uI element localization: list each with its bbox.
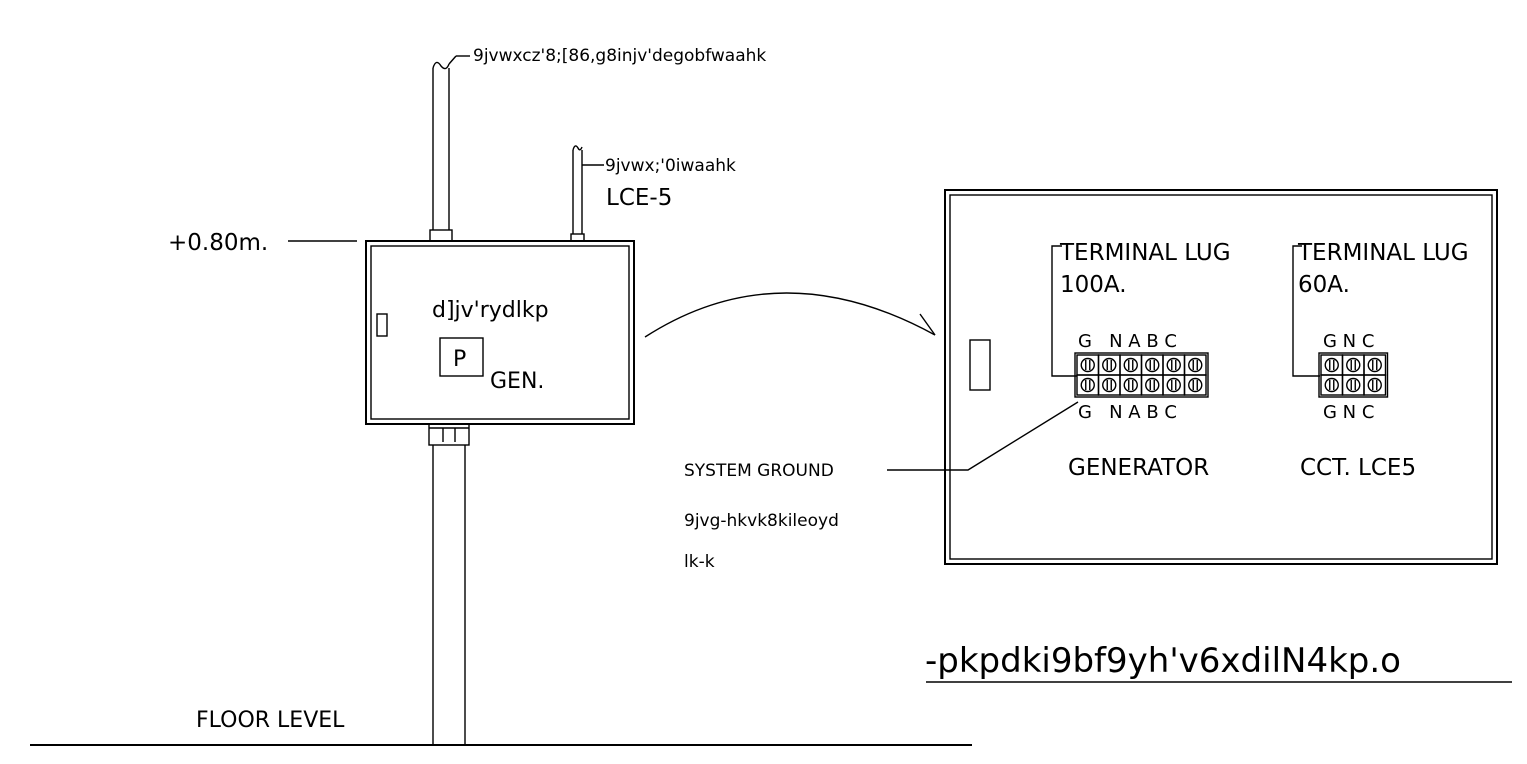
terminal-cell bbox=[1363, 374, 1387, 396]
terminal-screw-icon bbox=[1123, 377, 1138, 393]
elevation-label: +0.80m. bbox=[168, 230, 268, 256]
lug1-title: TERMINAL LUG bbox=[1059, 240, 1231, 266]
terminal-screw-icon bbox=[1367, 357, 1382, 373]
plug-box bbox=[365, 240, 635, 425]
terminal-screw-icon bbox=[1080, 357, 1095, 373]
gen-label: GEN. bbox=[490, 369, 544, 394]
terminal-screw-icon bbox=[1166, 377, 1181, 393]
box-title: d]jv'rydlkp bbox=[432, 298, 549, 323]
plug-symbol bbox=[439, 337, 484, 377]
terminal-screw-icon bbox=[1324, 357, 1339, 373]
lug2-rating: 60A. bbox=[1298, 272, 1350, 298]
terminal-screw-icon bbox=[1102, 357, 1117, 373]
detail-hinge bbox=[969, 339, 991, 391]
box-hinge bbox=[376, 313, 388, 337]
lug1-leader bbox=[1051, 245, 1077, 377]
plug-letter: P bbox=[453, 347, 466, 372]
terminal-screw-icon bbox=[1145, 357, 1160, 373]
drawing-title: -pkpdki9bf9yh'v6xdilN4kp.o bbox=[925, 641, 1401, 681]
lug2-leader bbox=[1292, 245, 1320, 377]
cct-terminals-top: G N C bbox=[1323, 331, 1374, 352]
gen-terminal-block bbox=[1074, 352, 1209, 398]
ground-note-line2: 9jvg-hkvk8kileoyd bbox=[684, 511, 839, 531]
terminal-cell bbox=[1183, 374, 1207, 396]
lug2-title: TERMINAL LUG bbox=[1297, 240, 1469, 266]
terminal-screw-icon bbox=[1367, 377, 1382, 393]
detail-box bbox=[944, 189, 1498, 565]
gen-terminals-bottom: G N A B C bbox=[1078, 402, 1177, 423]
detail-arc bbox=[644, 292, 936, 338]
lug1-rating: 100A. bbox=[1060, 272, 1127, 298]
main-conduit-label: 9jvwxcz'8;[86,g8injv'degobfwaahk bbox=[473, 46, 766, 66]
cct-terminal-block bbox=[1318, 352, 1389, 398]
circuit-label: LCE-5 bbox=[606, 185, 672, 211]
terminal-screw-icon bbox=[1346, 357, 1361, 373]
terminal-screw-icon bbox=[1145, 377, 1160, 393]
floor-level-label: FLOOR LEVEL bbox=[196, 708, 345, 733]
top-conduit-main bbox=[429, 55, 470, 242]
gen-terminals-top: G N A B C bbox=[1078, 331, 1177, 352]
small-conduit-label: 9jvwx;'0iwaahk bbox=[605, 156, 736, 176]
terminal-screw-icon bbox=[1166, 357, 1181, 373]
top-conduit-small bbox=[570, 145, 604, 242]
cct-terminals-bottom: G N C bbox=[1323, 402, 1374, 423]
terminal-screw-icon bbox=[1102, 377, 1117, 393]
terminal-screw-icon bbox=[1346, 377, 1361, 393]
generator-caption: GENERATOR bbox=[1068, 455, 1209, 481]
ground-note-line3: lk-k bbox=[684, 552, 715, 572]
terminal-screw-icon bbox=[1123, 357, 1138, 373]
terminal-screw-icon bbox=[1188, 377, 1203, 393]
terminal-screw-icon bbox=[1080, 377, 1095, 393]
terminal-screw-icon bbox=[1324, 377, 1339, 393]
bottom-conduit bbox=[428, 423, 470, 745]
terminal-screw-icon bbox=[1188, 357, 1203, 373]
cct-caption: CCT. LCE5 bbox=[1300, 455, 1416, 481]
system-ground-label: SYSTEM GROUND bbox=[684, 461, 834, 481]
system-ground-leader bbox=[887, 401, 1079, 471]
